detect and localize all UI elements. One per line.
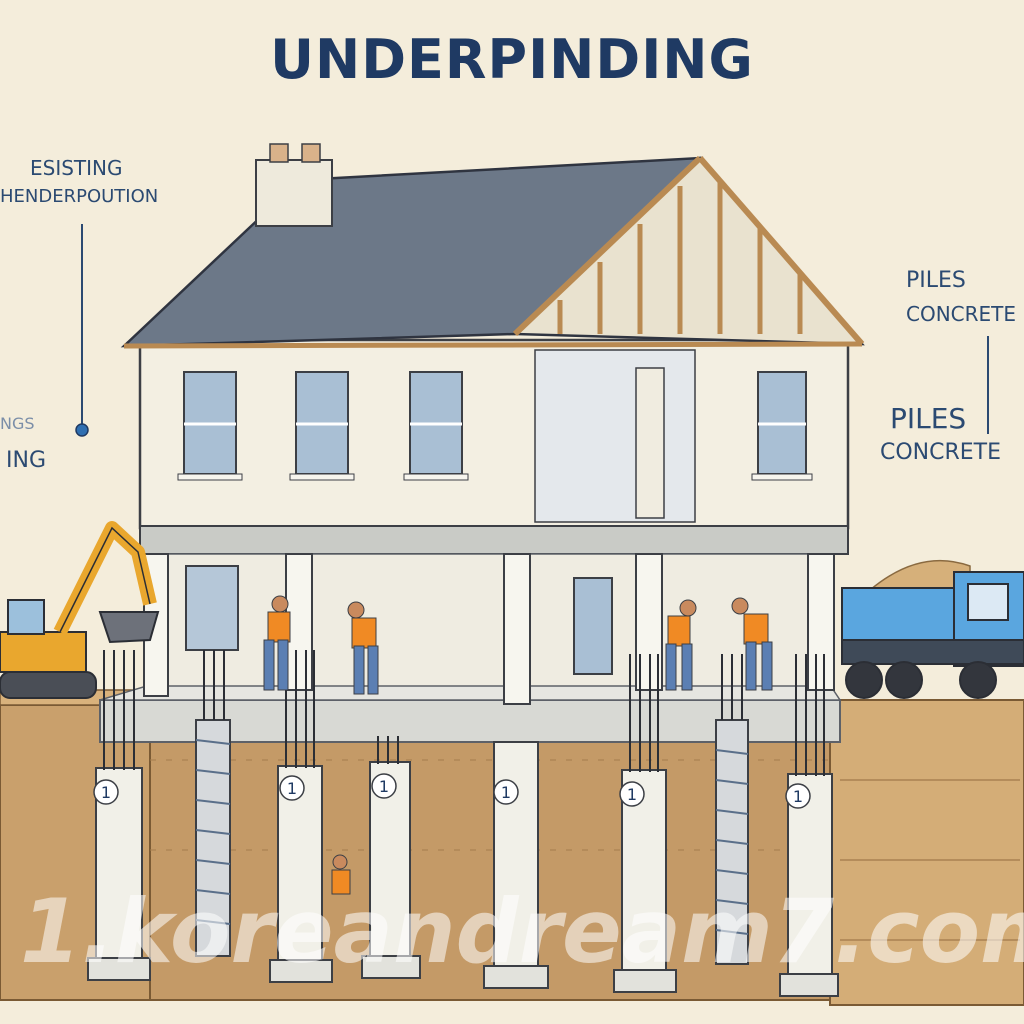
label-concrete-1: CONCRETE bbox=[906, 302, 1017, 326]
pile: 1 bbox=[87, 650, 151, 981]
window-upper-1 bbox=[177, 371, 243, 481]
window-upper-3 bbox=[403, 371, 469, 481]
pile bbox=[195, 650, 231, 957]
pile-number: 1 bbox=[501, 783, 511, 802]
pile-number: 1 bbox=[793, 787, 803, 806]
worker-in-trench bbox=[331, 854, 351, 895]
ground-floor-wall bbox=[157, 553, 831, 687]
label-piles-2: PILES bbox=[890, 402, 967, 435]
label-concrete-2: CONCRETE bbox=[880, 440, 1002, 465]
pile: 1 bbox=[361, 736, 421, 979]
excavator bbox=[0, 521, 160, 699]
worker-2 bbox=[347, 601, 379, 695]
label-existing-line2: HENDERPOUTION bbox=[0, 186, 159, 207]
pile-number: 1 bbox=[101, 783, 111, 802]
label-left-fragment-2: ING bbox=[6, 448, 46, 473]
window-upper-4 bbox=[751, 371, 813, 481]
pile: 1 bbox=[269, 650, 333, 983]
pile-number: 1 bbox=[287, 779, 297, 798]
watermark: 1.koreandream7.com bbox=[20, 880, 1024, 983]
pile: 1 bbox=[779, 654, 839, 997]
house-upper-storey bbox=[138, 338, 850, 555]
concrete-piles: 1 1 1 bbox=[87, 650, 839, 997]
diagram-title: UNDERPINDING bbox=[270, 28, 754, 91]
pile: 1 bbox=[613, 654, 677, 993]
worker-4 bbox=[731, 597, 773, 691]
worker-3 bbox=[665, 599, 697, 691]
label-left-fragment-1: NGS bbox=[0, 414, 35, 433]
label-piles-1: PILES bbox=[906, 268, 966, 293]
pile-number: 1 bbox=[379, 777, 389, 796]
worker-1 bbox=[263, 595, 291, 691]
dump-truck bbox=[841, 559, 1024, 699]
chimney bbox=[255, 143, 333, 227]
label-existing-line1: ESISTING bbox=[30, 156, 123, 180]
pile bbox=[715, 654, 749, 965]
pile-number: 1 bbox=[627, 785, 637, 804]
pile: 1 bbox=[483, 741, 549, 989]
window-upper-2 bbox=[289, 371, 355, 481]
roof bbox=[120, 155, 865, 349]
callout-line-left bbox=[75, 224, 89, 437]
